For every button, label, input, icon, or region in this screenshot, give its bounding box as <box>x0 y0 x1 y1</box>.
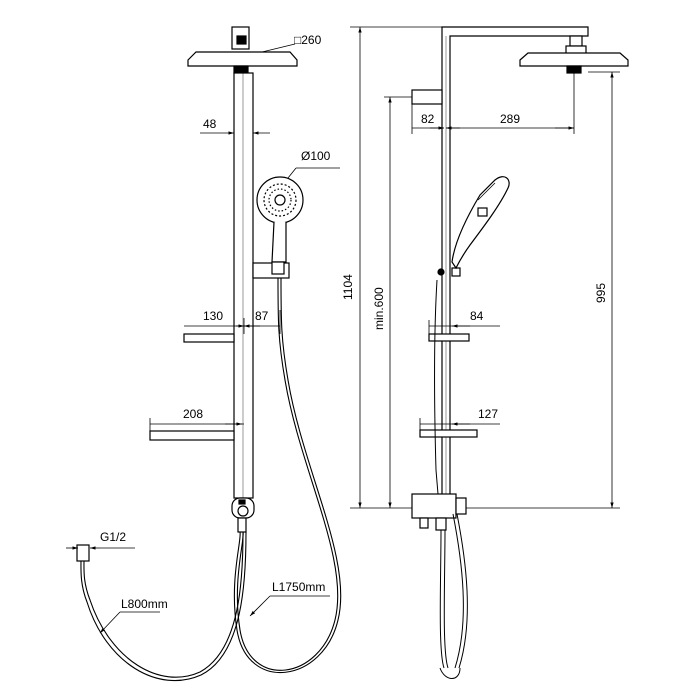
dim-1104 <box>350 26 442 509</box>
dim-min600 <box>384 96 412 508</box>
leader-l1750 <box>249 595 330 617</box>
side-hand-shower <box>451 176 510 270</box>
side-hose-long <box>452 513 468 669</box>
dim-208 <box>149 418 244 431</box>
label-hose-short: L800mm <box>121 597 168 611</box>
overhead-shower-head <box>187 26 298 74</box>
side-hose-upper <box>434 279 439 495</box>
label-hose-long: L1750mm <box>272 580 325 594</box>
main-column <box>231 72 255 533</box>
shelf-lower <box>149 430 235 441</box>
dim-84 <box>428 320 500 334</box>
side-mixer <box>411 493 467 531</box>
side-shelf-lower <box>419 429 478 438</box>
side-hose-short <box>439 529 449 669</box>
label-inlet-thread: G1/2 <box>100 530 126 544</box>
label-shelf-upper-offset: 87 <box>255 309 269 323</box>
side-top-arm <box>441 26 589 499</box>
hose-short <box>76 531 247 682</box>
hand-shower <box>252 176 304 279</box>
dim-995 <box>466 71 620 509</box>
label-arm-offset: 48 <box>203 117 217 131</box>
side-wall-bracket <box>411 89 443 105</box>
label-total-height: 1104 <box>341 274 355 300</box>
label-shelf-lower-width: 208 <box>183 407 203 421</box>
shelf-upper <box>183 333 235 343</box>
label-shelf-upper-width: 130 <box>203 309 223 323</box>
side-view <box>350 26 629 679</box>
dim-130-87 <box>184 310 281 334</box>
side-slide-bar <box>437 267 461 277</box>
label-shelf-upper-depth: 84 <box>470 309 484 323</box>
label-arm-reach: 289 <box>500 112 520 126</box>
side-shower-head <box>519 35 629 74</box>
label-handshower-diameter: Ø100 <box>301 149 331 163</box>
label-head-height: 995 <box>594 283 608 303</box>
front-view <box>66 26 342 682</box>
label-min-height: min.600 <box>372 287 386 330</box>
label-head-size: □260 <box>294 33 322 47</box>
dim-127 <box>419 418 500 430</box>
leader-d100 <box>287 167 340 179</box>
leader-l800 <box>99 611 160 634</box>
label-shelf-lower-depth: 127 <box>478 407 498 421</box>
label-arm-wall: 82 <box>421 112 435 126</box>
dim-82-289 <box>411 73 575 134</box>
side-shelf-upper <box>428 333 470 342</box>
